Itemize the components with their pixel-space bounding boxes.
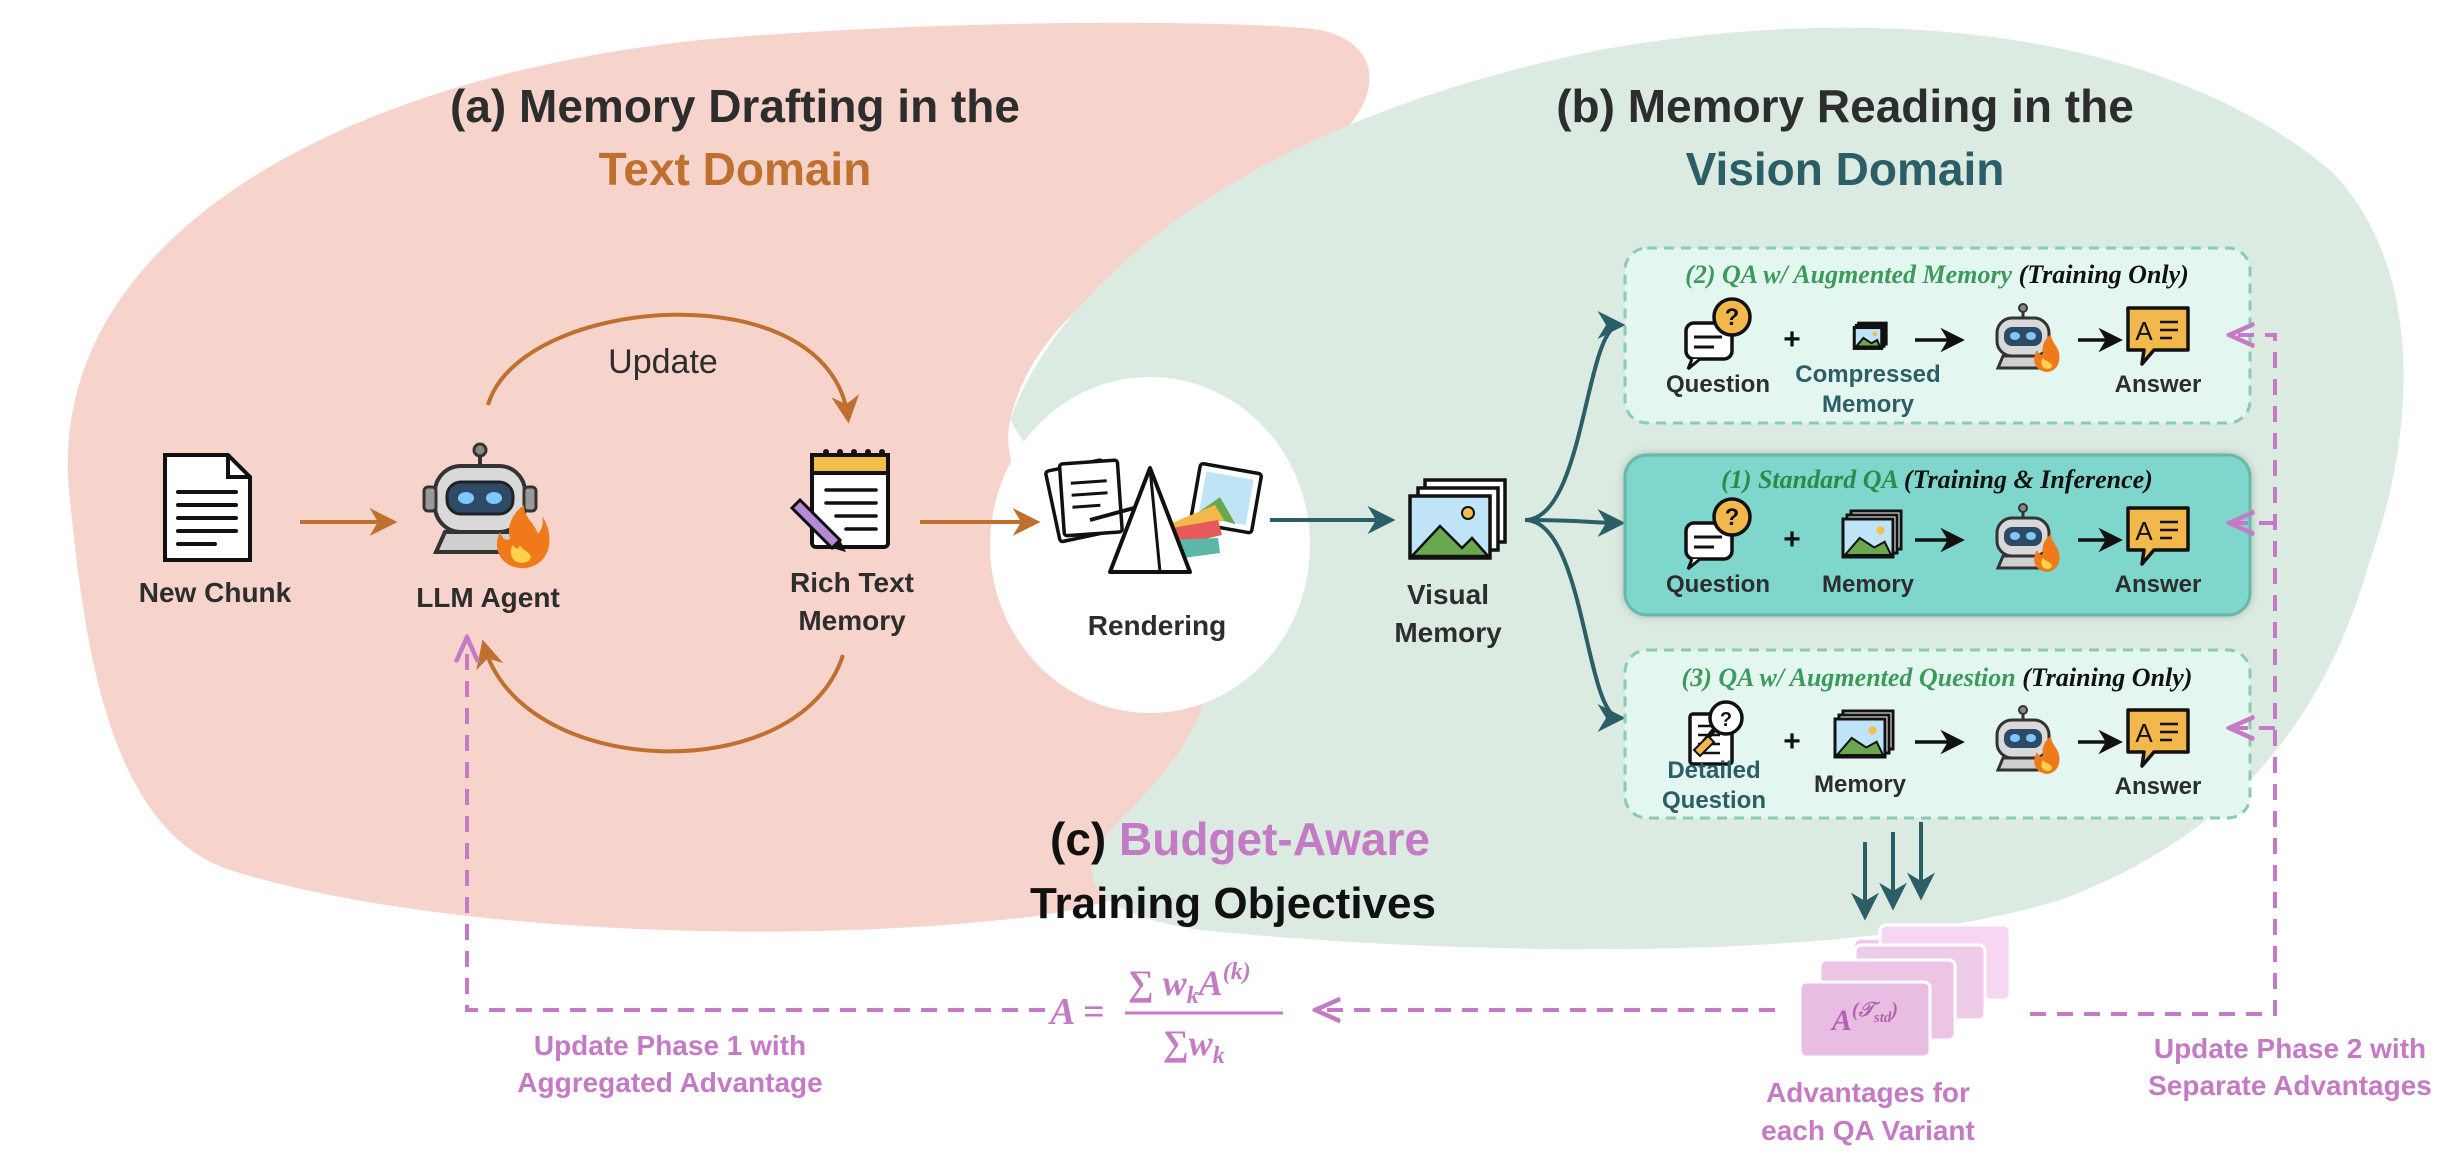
answer-label: Answer bbox=[2115, 773, 2202, 800]
question-bubble-icon: ? bbox=[1684, 497, 1752, 571]
memory-image-icon bbox=[1852, 321, 1888, 350]
text-domain-background bbox=[67, 22, 1370, 932]
formula-denominator: ∑wk bbox=[1163, 1023, 1225, 1069]
svg-text:?: ? bbox=[1720, 709, 1732, 731]
answer-bubble-icon: A bbox=[2126, 306, 2190, 366]
qa-box2-title: (2) QA w/ Augmented Memory (Training Onl… bbox=[1685, 260, 2189, 289]
formula-lhs: A = bbox=[1048, 991, 1104, 1033]
phase1-label-1: Update Phase 1 with bbox=[534, 1030, 806, 1061]
section-b-title: (b) Memory Reading in the bbox=[1556, 80, 2134, 132]
rendering-label: Rendering bbox=[1088, 610, 1226, 641]
detailed-question-label-1: Detailed bbox=[1667, 757, 1760, 784]
svg-text:A: A bbox=[2135, 316, 2153, 346]
section-a-subtitle: Text Domain bbox=[599, 143, 872, 195]
qa-box1-title: (1) Standard QA (Training & Inference) bbox=[1721, 465, 2153, 494]
rich-text-memory-label-2: Memory bbox=[798, 605, 906, 636]
aggregated-advantage-formula: A = ∑ wkA(k) ∑wk bbox=[1048, 959, 1283, 1069]
robot-icon bbox=[1995, 503, 2051, 570]
question-label: Question bbox=[1666, 571, 1770, 598]
update-label: Update bbox=[608, 343, 718, 381]
section-c-subtitle: Training Objectives bbox=[1030, 879, 1436, 928]
compressed-memory-label-1: Compressed bbox=[1795, 361, 1940, 388]
rendering-prism-icon bbox=[1044, 458, 1263, 574]
robot-icon bbox=[422, 442, 538, 554]
advantages-caption-1: Advantages for bbox=[1766, 1077, 1970, 1108]
detailed-question-label-2: Question bbox=[1662, 787, 1766, 814]
answer-bubble-icon: A bbox=[2126, 506, 2190, 566]
new-chunk-label: New Chunk bbox=[139, 577, 292, 608]
phase2-label-2: Separate Advantages bbox=[2148, 1070, 2432, 1101]
question-label: Question bbox=[1666, 371, 1770, 398]
detailed-question-icon: ? bbox=[1688, 700, 1744, 766]
question-bubble-icon: ? bbox=[1684, 297, 1752, 371]
svg-text:A: A bbox=[2135, 718, 2153, 748]
fire-icon bbox=[496, 505, 550, 569]
svg-text:?: ? bbox=[1725, 504, 1740, 531]
image-stack-icon bbox=[1408, 478, 1507, 560]
memory-label: Memory bbox=[1814, 771, 1907, 798]
section-c-title: (c) Budget-Aware bbox=[1050, 813, 1430, 865]
qa-box3-title: (3) QA w/ Augmented Question (Training O… bbox=[1682, 663, 2193, 692]
feedback-paths bbox=[467, 335, 2277, 1014]
arrows-to-advantages bbox=[1851, 822, 1935, 921]
visual-memory-label-1: Visual bbox=[1407, 579, 1489, 610]
answer-label: Answer bbox=[2115, 371, 2202, 398]
robot-icon bbox=[1995, 303, 2051, 370]
update-arc-bottom bbox=[476, 639, 845, 754]
plus-sign: + bbox=[1783, 725, 1801, 758]
memory-image-icon bbox=[1841, 509, 1903, 559]
answer-bubble-icon: A bbox=[2126, 708, 2190, 768]
plus-sign: + bbox=[1783, 523, 1801, 556]
svg-text:?: ? bbox=[1725, 304, 1740, 331]
notepad-icon bbox=[789, 449, 890, 552]
fan-out-arrows bbox=[1524, 311, 1626, 732]
memory-label: Memory bbox=[1822, 571, 1915, 598]
fire-icon bbox=[2034, 736, 2060, 774]
fire-icon bbox=[2034, 534, 2060, 572]
phase1-label-2: Aggregated Advantage bbox=[517, 1067, 822, 1098]
svg-text:A: A bbox=[2135, 516, 2153, 546]
fire-icon bbox=[2034, 334, 2060, 372]
update-arc-top bbox=[486, 312, 860, 424]
visual-memory-label-2: Memory bbox=[1394, 617, 1502, 648]
advantages-caption-2: each QA Variant bbox=[1761, 1115, 1975, 1146]
qa-rows: ?Question+CompressedMemoryAAnswer?Questi… bbox=[1662, 297, 2202, 814]
phase2-label-1: Update Phase 2 with bbox=[2154, 1033, 2426, 1064]
qa-box-augmented-question bbox=[1623, 648, 2252, 820]
llm-agent-label: LLM Agent bbox=[416, 582, 560, 613]
formula-numerator: ∑ wkA(k) bbox=[1128, 959, 1251, 1009]
section-a-title: (a) Memory Drafting in the bbox=[450, 80, 1020, 132]
advantage-cards bbox=[1798, 923, 2012, 1059]
section-b-subtitle: Vision Domain bbox=[1686, 143, 2005, 195]
plus-sign: + bbox=[1783, 323, 1801, 356]
memory-image-icon bbox=[1833, 709, 1895, 759]
compressed-memory-label-2: Memory bbox=[1822, 391, 1915, 418]
rich-text-memory-label-1: Rich Text bbox=[790, 567, 914, 598]
answer-label: Answer bbox=[2115, 571, 2202, 598]
document-icon bbox=[163, 453, 252, 562]
